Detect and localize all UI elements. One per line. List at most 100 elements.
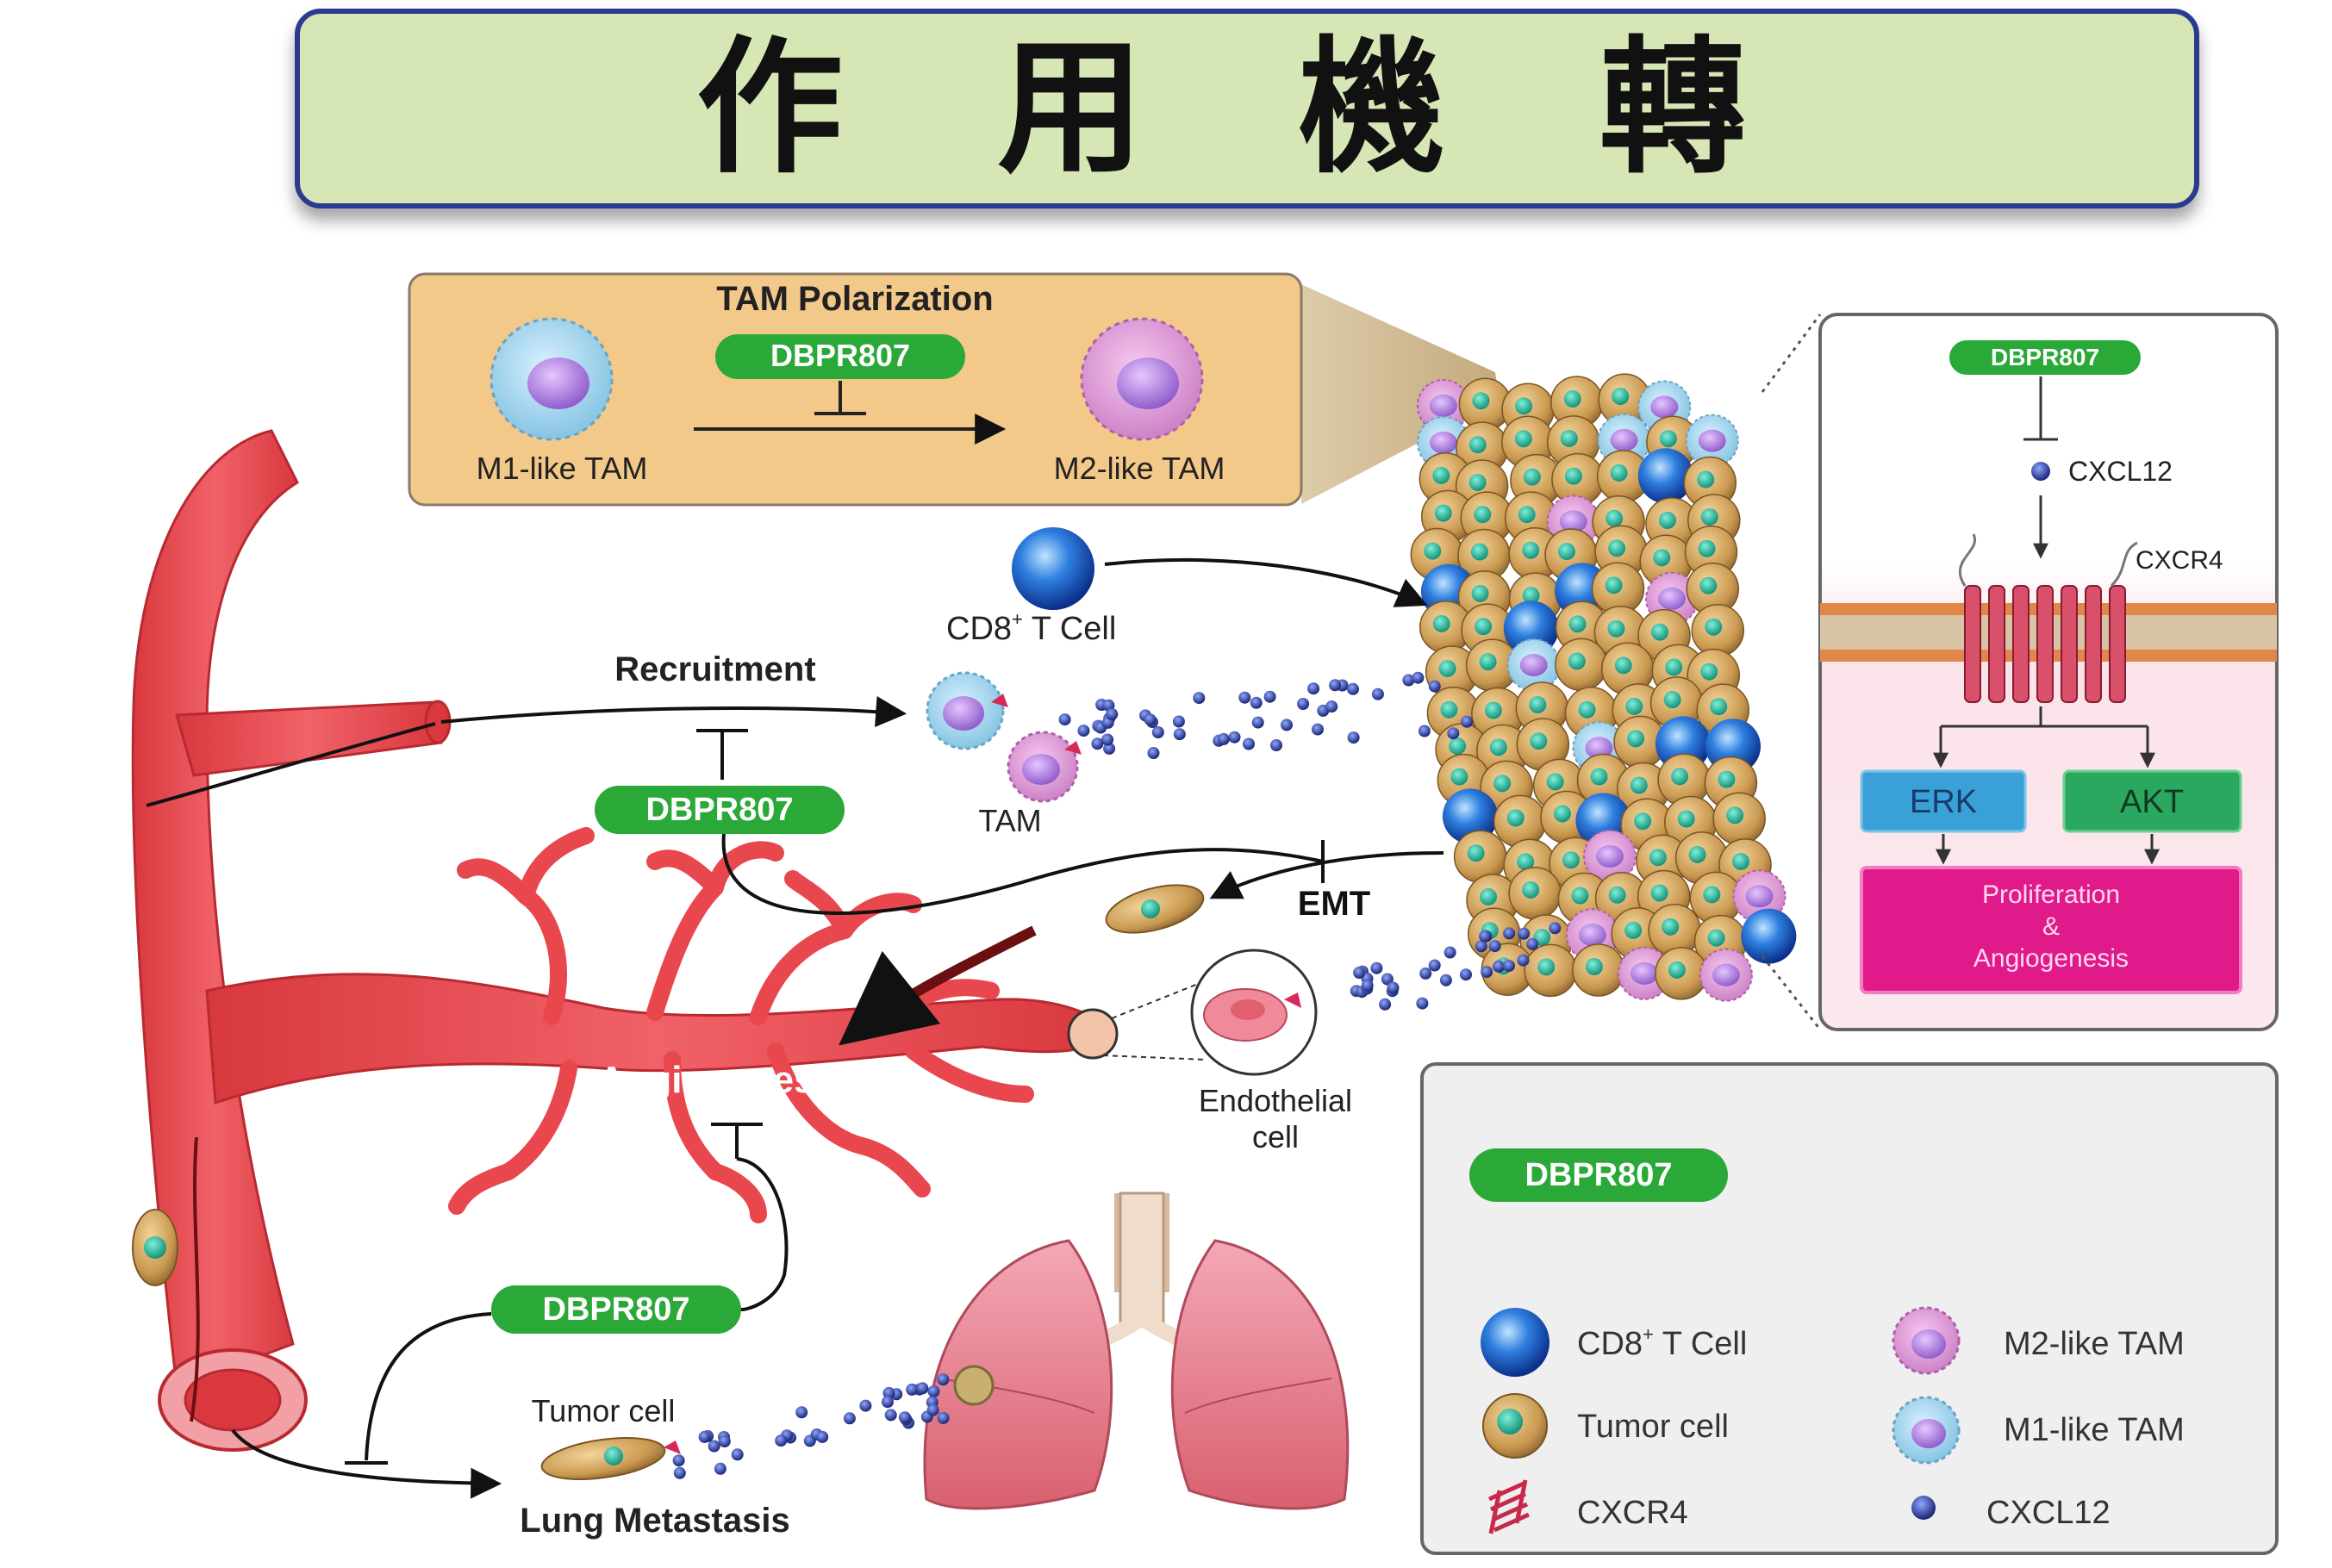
m2-tam-cell [1080,317,1204,441]
cxcr4-helix [1964,585,1981,703]
outcome-line1: Proliferation [1982,880,2120,909]
cxcl12-dot [1493,960,1505,973]
cxcl12-dot [884,1409,897,1422]
cxcl12-dot [1058,713,1071,726]
outcome-box [1860,866,2242,994]
angiogenesis-label: Angiogenesis [598,1059,847,1101]
legend-item-tumor-cell: Tumor cell [1482,1393,1729,1459]
cxcl12-dot [1281,719,1293,731]
cxcl12-dot [1416,997,1429,1010]
akt-label: AKT [2120,784,2184,820]
cxcl12-dot [1479,930,1492,943]
tumor-mass-cell [1419,600,1473,654]
metastasis-arrow [231,1428,502,1499]
cd8-t-cell [1012,527,1094,610]
legend-m2-label: M2-like TAM [2004,1326,2185,1362]
m1-tam-label: M1-like TAM [477,451,648,486]
cxcl12-dot [1347,682,1359,695]
tumor-mass-cell [1674,831,1729,885]
cxcl12-dot [882,1386,895,1399]
emt-to-angiogenesis-arrow [839,925,1037,1046]
cxcr4-helix [2109,585,2126,703]
cxcl12-dot [1503,927,1516,940]
infiltrating-tam-cell [1699,948,1753,1002]
cxcl12-dot [859,1399,872,1412]
pathway-drug-pill [1949,340,2141,375]
cxcl12-dot [1381,973,1394,986]
tumor-mass-cell [1524,943,1577,998]
cxcl12-dot [916,1382,929,1395]
title-banner: 作 用 機 轉 [295,9,2199,208]
akt-box [2062,769,2242,833]
tumor-mass-cell [1555,638,1608,692]
cxcl12-dot [926,1403,939,1416]
cxcl12-dot [1270,739,1282,751]
tumor-mass-cell [1600,642,1655,696]
infiltrating-cd8-cell [1637,448,1693,504]
cxcl12-dot [1173,728,1186,741]
cxcl12-dot [1460,968,1472,981]
cxcl12-dot [1387,981,1400,994]
cxcr4-helix [2036,585,2054,703]
cxcl12-dot [1228,731,1241,744]
cxcl12-dot [795,1406,808,1419]
cxcl12-dot [1307,682,1320,695]
legend-cd8-label: CD8+ T Cell [1577,1323,1747,1362]
tumor-mass-cell [1712,792,1766,845]
tam-label: TAM [978,803,1041,838]
cxcl12-dot [1106,708,1119,720]
cxcr4-tails [1958,533,2138,588]
cxcl12-dot [1379,998,1392,1011]
cxcl12-dot [714,1462,726,1475]
endothelial-callout [1067,949,1318,1076]
legend-item-m2-tam: M2-like TAM [1892,1306,2185,1375]
legend-item-cxcl12: CXCL12 [1911,1495,2111,1531]
legend-item-cd8: CD8+ T Cell [1481,1308,1747,1377]
legend-cxcl12-label: CXCL12 [1986,1495,2111,1531]
cxcl12-icon [1911,1496,1936,1520]
endothelial-label-line1: Endothelial [1199,1083,1352,1118]
cxcl12-dot [1263,690,1276,703]
cxcl12-dot [1217,732,1230,745]
angiogenesis-drug-pill [491,1285,741,1334]
infiltrating-tam-cell [1618,946,1672,1000]
lungs-illustration [923,1192,1350,1510]
cxcl12-dot [1243,737,1255,750]
infiltrating-tam-cell [1685,414,1739,468]
tumor-mass-cell [1596,450,1650,503]
cxcr4-helix [2085,585,2102,703]
m2-tam-icon [1892,1306,1961,1375]
legend-cxcr4-label: CXCR4 [1577,1495,1688,1531]
cxcl12-dot [1353,967,1366,979]
cxcl12-dot [1418,725,1431,737]
cxcl12-dot [1329,679,1342,692]
cxcl12-dot [1297,698,1310,710]
pathway-receptor-label: CXCR4 [2136,546,2223,575]
cxcr4-receptor [1958,533,2138,703]
metastatic-tumor-cell [540,1437,681,1480]
vessel-tumor-cell [132,1209,178,1286]
lung-metastasis-label: Lung Metastasis [520,1502,789,1540]
cxcl12-dot [937,1411,950,1424]
infiltrating-tam-cell [1582,829,1637,883]
recruitment-drug-label: DBPR807 [645,792,793,828]
cxcl12-dot [1238,691,1251,704]
cd8-t-cell-icon [1481,1308,1549,1377]
cxcl12-dot [1402,674,1415,687]
cxcl12-dot [1412,671,1425,684]
cxcl12-dot [1325,700,1338,713]
cxcl12-dot [899,1411,911,1424]
cxcl12-dot [1144,713,1157,726]
tumor-mass [1410,373,1797,1002]
drug-emt-inhibition-line [721,833,1324,915]
tumor-mass-cell [1453,830,1507,883]
tam-polarization-panel: TAM Polarization DBPR807 M1-like TAM M2-… [408,272,1500,507]
pathway-ligand-label: CXCL12 [2068,456,2173,487]
cxcl12-dot [708,1440,720,1453]
tumor-mass-cell [1465,638,1519,692]
cxcl12-dot [1103,742,1116,755]
tumor-mass-cell [1684,526,1738,579]
cxcl12-dot [1312,723,1324,736]
tumor-mass-cell [1691,603,1744,657]
outcome-line2: & [2042,912,2060,941]
